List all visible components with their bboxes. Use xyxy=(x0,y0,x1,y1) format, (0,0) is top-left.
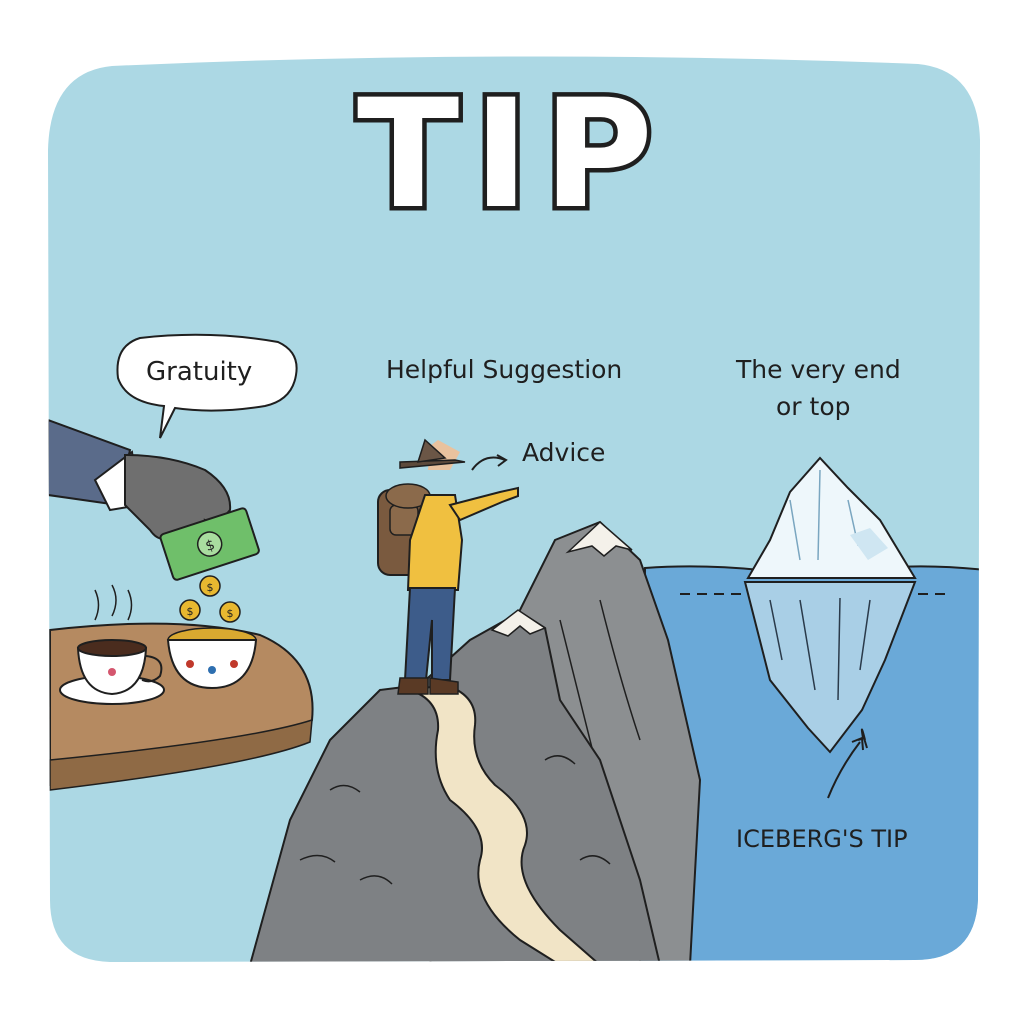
iceberg-arrow xyxy=(827,741,861,799)
pointing-arm xyxy=(448,486,519,522)
iceberg-tip-label: ICEBERG'S TIP xyxy=(736,825,908,853)
hiker xyxy=(377,438,519,695)
title-text: TIP xyxy=(357,78,667,238)
coin: $ xyxy=(199,575,221,597)
tip-bowl xyxy=(166,627,258,690)
gratuity-label: Gratuity xyxy=(146,357,253,387)
speech-bubble xyxy=(116,333,298,439)
svg-text:$: $ xyxy=(187,605,194,618)
helpful-suggestion-label: Helpful Suggestion xyxy=(386,355,623,384)
very-end-label-line2: or top xyxy=(776,392,851,421)
coffee-cup xyxy=(59,584,165,705)
very-end-label-line1: The very end xyxy=(736,355,901,384)
advice-arrow xyxy=(471,456,506,471)
title: TIP xyxy=(352,78,667,238)
coin: $ xyxy=(179,599,201,621)
svg-text:$: $ xyxy=(227,607,234,620)
svg-text:$: $ xyxy=(207,581,214,594)
iceberg-underwater xyxy=(743,581,917,754)
advice-label: Advice xyxy=(522,438,606,467)
snow-cap-back xyxy=(565,520,633,557)
snow-cap-front xyxy=(490,609,547,637)
dollar-bill: $ xyxy=(159,507,260,581)
mountain-path xyxy=(409,683,603,963)
coin: $ xyxy=(219,601,241,623)
